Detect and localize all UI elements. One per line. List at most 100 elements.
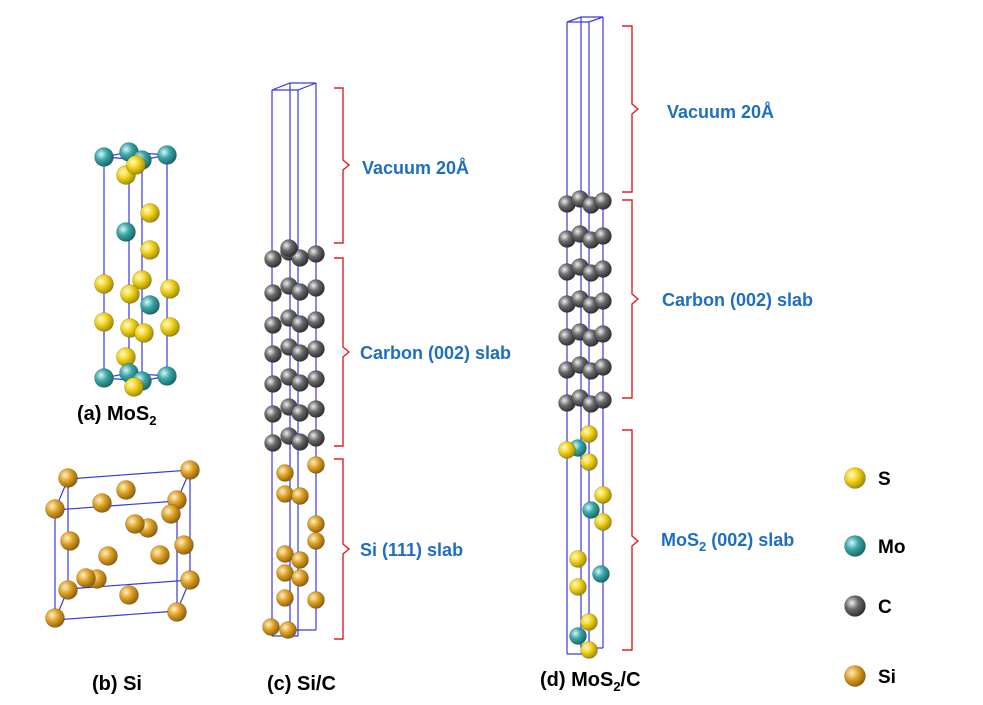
silicon-atom [276, 485, 294, 503]
silicon-atom [307, 456, 325, 474]
sulfur-atom [94, 312, 114, 332]
legend-item-s: S [844, 467, 891, 490]
carbon-atom [264, 434, 282, 452]
molybdenum-atom [582, 501, 600, 519]
carbon-atom [594, 292, 612, 310]
silicon-atom [116, 480, 136, 500]
molybdenum-atom [592, 565, 610, 583]
silicon-atom [92, 493, 112, 513]
sulfur-atom [580, 613, 598, 631]
carbon-atom [264, 250, 282, 268]
silicon-atom [291, 551, 309, 569]
carbon-atom [307, 245, 325, 263]
panel-b-si: (b) Si [45, 460, 200, 695]
panel-d-carbon-label: Carbon (002) slab [662, 290, 813, 310]
legend-item-si: Si [844, 665, 896, 688]
silicon-atom [60, 531, 80, 551]
panel-c-carbon-label: Carbon (002) slab [360, 343, 511, 363]
sulfur-atom [126, 155, 146, 175]
carbon-atom [594, 227, 612, 245]
silicon-atom [76, 568, 96, 588]
silicon-atom [262, 618, 280, 636]
sulfur-atom [94, 274, 114, 294]
legend-label: C [878, 597, 892, 618]
panel-d-atoms [558, 190, 612, 659]
sulfur-atom [558, 441, 576, 459]
silicon-atom [45, 499, 65, 519]
silicon-atom [167, 602, 187, 622]
carbon-atom [291, 344, 309, 362]
carbon-atom [594, 325, 612, 343]
panel-c-atoms [262, 239, 325, 639]
panel-c-vacuum-label: Vacuum 20Å [362, 158, 469, 178]
legend-label: Si [878, 667, 896, 688]
carbon-atom [264, 375, 282, 393]
silicon-atom [161, 504, 181, 524]
silicon-atom [291, 487, 309, 505]
silicon-atom [276, 464, 294, 482]
carbon-atom [307, 279, 325, 297]
silicon-atom [58, 468, 78, 488]
sulfur-atom [140, 240, 160, 260]
carbon-atom [307, 370, 325, 388]
molybdenum-atom [569, 627, 587, 645]
legend-item-mo: Mo [844, 535, 905, 558]
sulfur-atom [132, 270, 152, 290]
silicon-atom [58, 580, 78, 600]
panel-a-mos2: (a) MoS2 [77, 142, 180, 428]
panel-d-mos2-brace [622, 429, 640, 651]
molybdenum-atom [94, 368, 114, 388]
sulfur-atom [569, 578, 587, 596]
carbon-atom [291, 374, 309, 392]
carbon-atom [291, 315, 309, 333]
silicon-atom [119, 585, 139, 605]
carbon-atom [307, 311, 325, 329]
silicon-atom [174, 535, 194, 555]
carbon-atom [291, 404, 309, 422]
molybdenum-atom [157, 145, 177, 165]
panel-d-carbon-brace [622, 199, 640, 399]
panel-a-caption: (a) MoS2 [77, 403, 156, 428]
panel-d-braces [622, 25, 640, 651]
panel-b-caption: (b) Si [92, 673, 142, 695]
legend-label: S [878, 469, 891, 490]
sulfur-atom [116, 347, 136, 367]
silicon-atom [125, 514, 145, 534]
panel-c-caption: (c) Si/C [267, 673, 336, 695]
silicon-atom [98, 546, 118, 566]
silicon-atom [291, 569, 309, 587]
sulfur-atom [140, 203, 160, 223]
panel-c-carbon-brace [334, 257, 351, 447]
carbon-atom [280, 239, 298, 257]
carbon-atom [264, 284, 282, 302]
molybdenum-atom [157, 366, 177, 386]
sulfur-atom [134, 323, 154, 343]
sulfur-atom [569, 550, 587, 568]
silicon-atom [307, 591, 325, 609]
molybdenum-atom [844, 535, 866, 557]
panel-d-mos2-label: MoS2 (002) slab [661, 530, 794, 554]
molybdenum-atom [140, 295, 160, 315]
atom-legend: S MoC Si [844, 467, 905, 688]
silicon-atom [276, 589, 294, 607]
sulfur-atom [580, 453, 598, 471]
sulfur-atom [844, 467, 866, 489]
panel-d-vacuum-brace [622, 25, 640, 193]
silicon-atom [276, 545, 294, 563]
panel-c-si-c: Vacuum 20Å Carbon (002) slab Si (111) sl… [262, 82, 511, 695]
silicon-atom [45, 608, 65, 628]
silicon-atom [180, 570, 200, 590]
carbon-atom [307, 429, 325, 447]
silicon-atom [180, 460, 200, 480]
carbon-atom [307, 400, 325, 418]
carbon-atom [594, 391, 612, 409]
panel-d-caption: (d) MoS2/C [540, 669, 641, 694]
sulfur-atom [594, 486, 612, 504]
panel-d-mos2-c: Vacuum 20Å Carbon (002) slab MoS2 (002) … [540, 16, 813, 694]
sulfur-atom [160, 279, 180, 299]
sulfur-atom [124, 377, 144, 397]
silicon-atom [844, 665, 866, 687]
legend-item-c: C [844, 595, 892, 618]
sulfur-atom [594, 513, 612, 531]
